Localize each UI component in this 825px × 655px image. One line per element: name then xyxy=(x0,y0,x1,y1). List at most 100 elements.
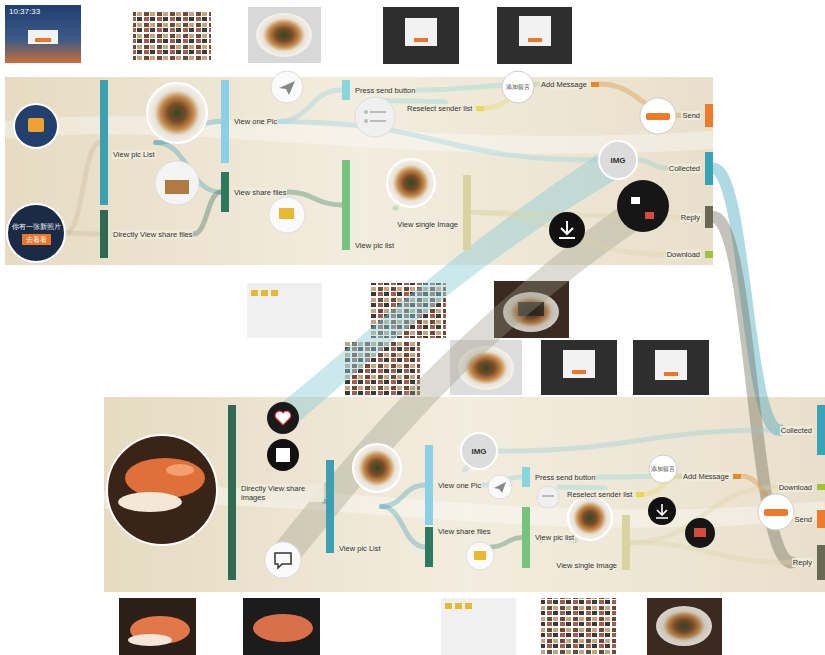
stage-bar-node: View pic list xyxy=(342,160,395,250)
stage-label: Send xyxy=(793,515,813,524)
flow-band xyxy=(382,507,425,548)
stage-bar-node: Collected xyxy=(668,152,713,185)
stage-bar-node: Directly View share images xyxy=(228,405,324,580)
stage-bar xyxy=(817,484,825,490)
button-label: 去看看 xyxy=(22,234,51,245)
stage-label: Reselect sender list xyxy=(406,104,473,113)
flow-band xyxy=(416,84,540,90)
stage-bar-node: View one Pic xyxy=(221,80,278,163)
stage-bar-node: Reply xyxy=(680,206,713,228)
flow-step: Add Message xyxy=(682,470,741,482)
flow-band xyxy=(713,217,792,563)
flow-band xyxy=(278,122,598,161)
stage-bar xyxy=(221,80,229,163)
stage-label: IMG xyxy=(470,447,487,456)
stage-bar xyxy=(425,527,433,567)
stage-label: Reselect sender list xyxy=(566,490,633,499)
stage-bar xyxy=(522,467,530,487)
stage-bar xyxy=(425,445,433,525)
stage-bar xyxy=(817,545,825,580)
stage-bar xyxy=(705,152,713,185)
stage-label: Collected xyxy=(780,426,813,435)
stage-label: View share files xyxy=(437,527,491,536)
step-mark xyxy=(591,82,599,87)
stage-bar-node: Send xyxy=(793,510,825,528)
stage-label: IMG xyxy=(609,156,626,165)
stage-label: Directly View share files xyxy=(112,230,193,239)
stage-bar-node: Reply xyxy=(792,545,825,580)
stage-bar xyxy=(100,210,108,258)
stage-label: View pic List xyxy=(112,150,156,159)
flow-band xyxy=(66,233,100,234)
stage-bar xyxy=(705,104,713,127)
stage-bar-node: Press send button xyxy=(522,467,596,487)
stage-bar-node: View single Image xyxy=(555,515,630,570)
stage-bar-node: Send xyxy=(681,104,713,127)
stage-bar-node: View single Image xyxy=(396,175,471,250)
flow-step: Reselect sender list xyxy=(566,488,644,500)
stage-label: View share files xyxy=(233,188,287,197)
stage-label: Reply xyxy=(680,213,701,222)
stage-label: View pic list xyxy=(534,533,575,542)
stage-bar xyxy=(326,460,334,553)
stage-bar xyxy=(228,405,236,580)
flow-step: Reselect sender list xyxy=(406,102,484,114)
screen-text: 10:37:33 xyxy=(9,8,40,16)
flow-step: Add Message xyxy=(540,78,599,90)
stage-bar xyxy=(342,160,350,250)
flow-band xyxy=(498,430,780,451)
stage-label: Download xyxy=(778,483,813,492)
stage-bar xyxy=(705,206,713,228)
stage-label: View one Pic xyxy=(437,481,482,490)
stage-label: 你有一张新照片 xyxy=(11,222,62,231)
stage-bar-node: View pic list xyxy=(522,507,575,568)
flow-band xyxy=(559,487,605,488)
flow-band xyxy=(193,192,221,234)
step-mark xyxy=(636,492,644,497)
stage-bar-node: View share files xyxy=(221,172,287,212)
stage-label: View pic List xyxy=(338,544,382,553)
stage-bar xyxy=(622,515,630,570)
screen-text: 添加留言 xyxy=(651,465,675,473)
stage-bar xyxy=(817,405,825,455)
stage-bar-node: Download xyxy=(778,484,825,490)
stage-bar-node: Download xyxy=(666,251,713,258)
stage-label: Send xyxy=(681,111,701,120)
notification-circle: 你有一张新照片去看看 xyxy=(6,203,66,263)
stage-bar xyxy=(221,172,229,212)
flow-band xyxy=(491,538,522,548)
stage-bar xyxy=(522,507,530,568)
stage-bar xyxy=(342,80,350,100)
stage-bar-node: Directly View share files xyxy=(100,210,193,258)
stage-bar xyxy=(100,80,108,205)
image-tag-circle: IMG xyxy=(598,140,638,180)
stage-bar-node: Collected xyxy=(780,405,825,455)
stage-label: Add Message xyxy=(682,472,730,481)
stage-label: Press send button xyxy=(354,86,416,95)
image-tag-circle: IMG xyxy=(460,432,498,470)
stage-bar-node: Press send button xyxy=(342,80,416,100)
stage-label: Collected xyxy=(668,164,701,173)
flow-band xyxy=(379,100,445,102)
flow-band xyxy=(638,160,668,169)
stage-label: Reply xyxy=(792,558,813,567)
flow-band xyxy=(395,206,396,211)
stage-label: Directly View share images xyxy=(240,484,324,502)
stage-label: View one Pic xyxy=(233,117,278,126)
stage-label: Press send button xyxy=(534,473,596,482)
stage-label: View pic list xyxy=(354,241,395,250)
stage-bar xyxy=(817,510,825,528)
stage-bar-node: View pic List xyxy=(100,80,156,205)
stage-bar xyxy=(463,175,471,250)
flow-band xyxy=(630,543,792,563)
step-mark xyxy=(476,106,484,111)
stage-label: View single Image xyxy=(396,220,459,229)
stage-bar-node: View share files xyxy=(425,527,491,567)
stage-label: Download xyxy=(666,250,701,259)
flow-band xyxy=(630,487,778,543)
stage-label: Add Message xyxy=(540,80,588,89)
stage-label: View single Image xyxy=(555,561,618,570)
